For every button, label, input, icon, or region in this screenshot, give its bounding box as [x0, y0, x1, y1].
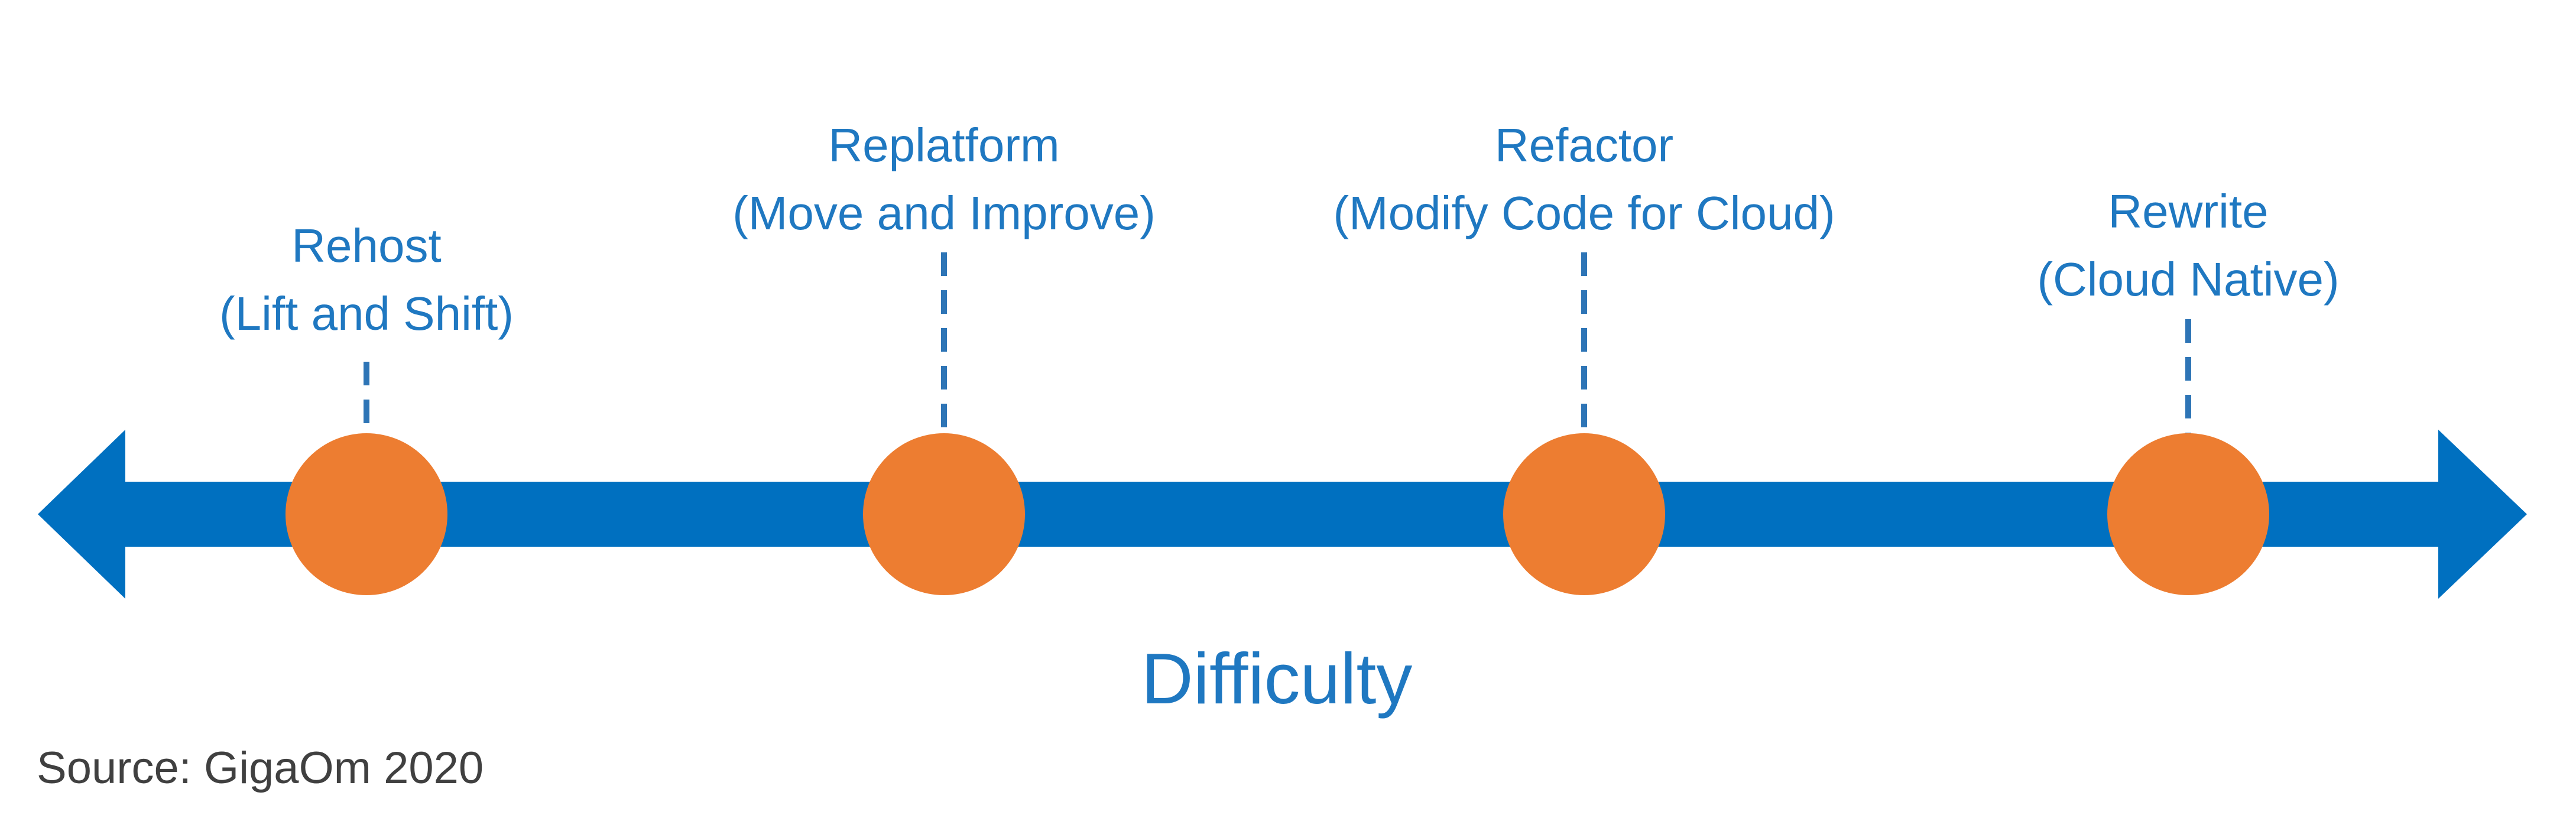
stage-rewrite: Rewrite (Cloud Native)	[2037, 185, 2340, 595]
stage-refactor: Refactor (Modify Code for Cloud)	[1333, 119, 1835, 595]
stage-replatform: Replatform (Move and Improve)	[732, 119, 1156, 595]
stage-marker	[2107, 433, 2269, 595]
stage-rehost: Rehost (Lift and Shift)	[219, 219, 514, 595]
stage-subtitle: (Modify Code for Cloud)	[1333, 187, 1835, 239]
stage-subtitle: (Cloud Native)	[2037, 253, 2339, 306]
stage-marker	[863, 433, 1025, 595]
stage-name: Rehost	[291, 219, 441, 272]
difficulty-axis-arrow	[38, 430, 2527, 599]
source-note: Source: GigaOm 2020	[37, 743, 484, 793]
stage-name: Refactor	[1495, 119, 1673, 171]
axis-title: Difficulty	[1141, 638, 1413, 719]
stage-marker	[1503, 433, 1665, 595]
stage-marker	[285, 433, 447, 595]
stage-subtitle: (Lift and Shift)	[219, 287, 514, 340]
stage-subtitle: (Move and Improve)	[732, 187, 1156, 239]
stage-name: Rewrite	[2108, 185, 2268, 238]
stage-name: Replatform	[828, 119, 1059, 171]
